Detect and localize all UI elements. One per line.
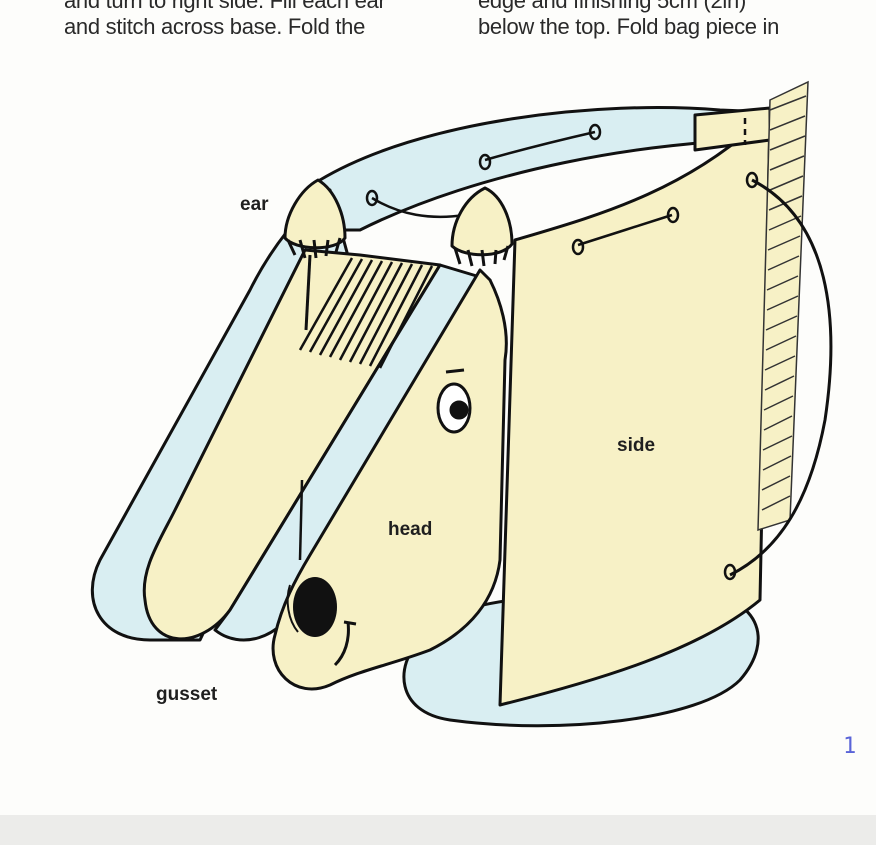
label-head: head — [388, 519, 433, 540]
page-number: 1 — [843, 734, 857, 759]
nose-icon — [286, 577, 337, 637]
ear-left-icon — [283, 178, 347, 331]
label-ear: ear — [240, 194, 269, 215]
label-side: side — [617, 435, 656, 456]
eye-icon — [436, 368, 472, 434]
side-shape — [498, 110, 772, 707]
text-right-line-1: edge and finishing 5cm (2in) — [478, 0, 746, 13]
handle-strap — [729, 178, 833, 577]
ear-right-icon — [450, 186, 514, 267]
label-gusset: gusset — [156, 684, 218, 705]
gusset-support-line — [298, 479, 304, 561]
page-bottom-strip — [0, 815, 876, 845]
head-shape — [271, 268, 508, 691]
text-right-line-2: below the top. Fold bag piece in — [478, 14, 780, 39]
drawstring-stitches — [365, 118, 759, 581]
text-left-line-1: and turn to right side. Fill each ear — [64, 0, 386, 13]
mouth-icon — [333, 620, 357, 667]
hair-stripes — [298, 257, 434, 369]
text-left-line-2: and stitch across base. Fold the — [64, 14, 366, 39]
